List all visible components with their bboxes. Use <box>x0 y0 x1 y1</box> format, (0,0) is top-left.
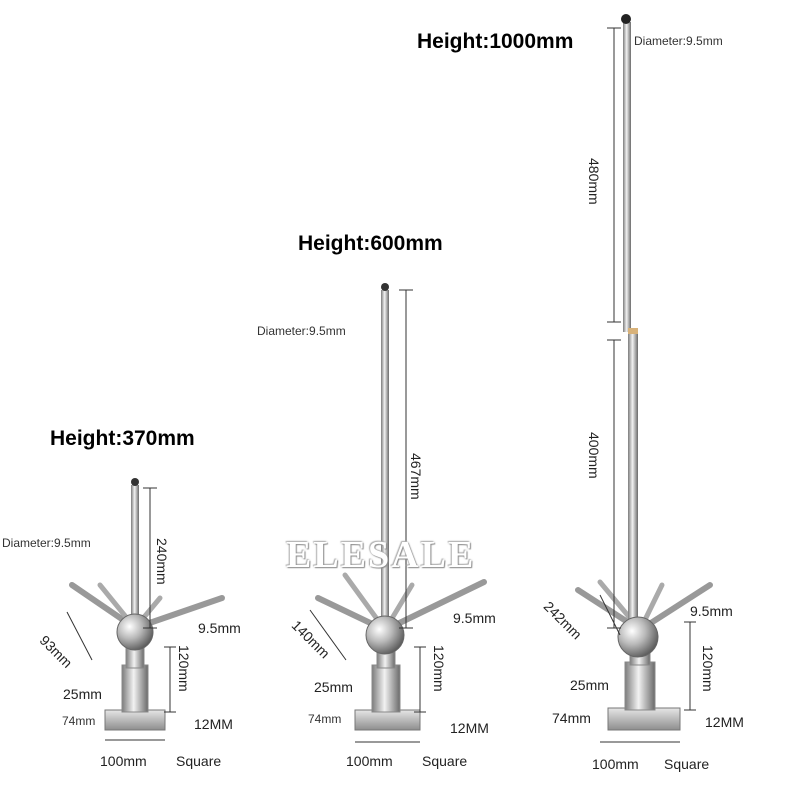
plate-thickness-1000: 12MM <box>705 714 744 730</box>
dimension-lines-370 <box>66 487 176 741</box>
plate-shape-370: Square <box>176 753 222 769</box>
lightning-rod-1000 <box>575 14 713 731</box>
base-depth-600: 74mm <box>308 712 342 726</box>
collar-width-600: 25mm <box>314 679 353 695</box>
base-depth-1000: 74mm <box>552 710 591 726</box>
rod-lower-length-1000: 400mm <box>586 432 602 479</box>
rod-length-600: 467mm <box>408 453 424 500</box>
plate-shape-600: Square <box>422 753 468 769</box>
tip-diameter-1000: Diameter:9.5mm <box>634 34 723 48</box>
collar-width-1000: 25mm <box>570 677 609 693</box>
title-370: Height:370mm <box>50 427 195 450</box>
spike-diameter-600: 9.5mm <box>453 610 496 626</box>
dimension-lines-600 <box>309 289 426 743</box>
base-depth-370: 74mm <box>62 714 96 728</box>
rod-length-370: 240mm <box>154 538 170 585</box>
base-height-1000: 120mm <box>700 645 716 692</box>
base-height-370: 120mm <box>176 645 192 692</box>
rod-upper-length-1000: 480mm <box>586 158 602 205</box>
watermark-text: ELESALE <box>286 534 476 576</box>
plate-width-1000: 100mm <box>592 756 639 772</box>
lightning-rod-600 <box>315 283 487 731</box>
tip-diameter-600: Diameter:9.5mm <box>257 324 346 338</box>
title-600: Height:600mm <box>298 232 443 255</box>
spike-diameter-1000: 9.5mm <box>690 603 733 619</box>
plate-shape-1000: Square <box>664 756 710 772</box>
plate-width-600: 100mm <box>346 753 393 769</box>
plate-width-370: 100mm <box>100 753 147 769</box>
spike-diameter-370: 9.5mm <box>198 620 241 636</box>
dimension-lines-1000 <box>599 27 696 743</box>
plate-thickness-600: 12MM <box>450 720 489 736</box>
tip-diameter-370: Diameter:9.5mm <box>2 536 91 550</box>
base-height-600: 120mm <box>431 645 447 692</box>
collar-width-370: 25mm <box>63 686 102 702</box>
plate-thickness-370: 12MM <box>194 716 233 732</box>
title-1000: Height:1000mm <box>417 30 574 53</box>
